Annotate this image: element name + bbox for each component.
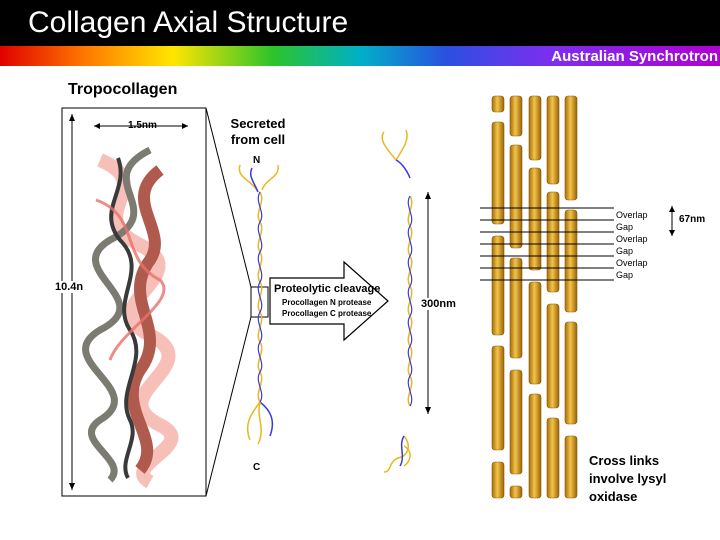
collagen-molecule-rod — [491, 345, 505, 451]
arrow-line-1: Procollagen N protease — [282, 298, 372, 307]
arrowhead-icon — [182, 123, 188, 129]
secreted-label: Secreted from cell — [230, 116, 286, 147]
cleavage-arrow-icon — [269, 260, 389, 342]
width-label: 1.5nm — [128, 120, 157, 131]
collagen-molecule-rod — [546, 191, 560, 293]
length-label: 300nm — [421, 298, 456, 310]
collagen-molecule-rod — [491, 461, 505, 499]
arrowhead-icon — [669, 206, 675, 212]
rainbow-banner — [0, 46, 720, 66]
cleaved-c-propeptide — [383, 435, 411, 473]
band-label-overlap: Overlap — [616, 258, 648, 268]
band-label-gap: Gap — [616, 222, 634, 232]
crosslink-label: Cross links involve lysyl oxidase — [589, 453, 667, 504]
zoom-region-box — [250, 286, 269, 318]
collagen-molecule-rod — [528, 393, 542, 499]
tropocollagen-strand — [407, 195, 413, 407]
band-label-overlap: Overlap — [616, 210, 648, 220]
collagen-molecule-rod — [564, 95, 578, 201]
arrowhead-icon — [669, 230, 675, 236]
procollagen-strand — [238, 164, 279, 445]
arrowhead-icon — [69, 114, 75, 121]
cleaved-n-propeptide — [381, 129, 411, 179]
band-lines — [480, 207, 614, 281]
c-terminus-label: C — [253, 462, 261, 473]
arrowhead-icon — [425, 407, 431, 414]
zoom-line — [205, 316, 252, 497]
collagen-molecule-rod — [564, 321, 578, 425]
triple-helix-illustration — [82, 146, 179, 489]
arrow-title: Proteolytic cleavage — [274, 283, 381, 295]
arrow-line-2: Procollagen C protease — [282, 309, 372, 318]
band-label-overlap: Overlap — [616, 234, 648, 244]
period-label: 67nm — [679, 214, 706, 225]
collagen-molecule-rod — [491, 235, 505, 336]
collagen-molecule-rod — [546, 303, 560, 409]
collagen-molecule-rod — [564, 209, 578, 313]
collagen-molecule-rod — [528, 95, 542, 161]
band-label-gap: Gap — [616, 246, 634, 256]
collagen-molecule-rod — [509, 144, 523, 249]
collagen-molecule-rod — [546, 417, 560, 499]
collagen-molecule-rod — [509, 369, 523, 475]
collagen-molecule-rod — [509, 95, 523, 137]
title-bar: Collagen Axial Structure — [0, 0, 720, 46]
zoom-line — [205, 107, 252, 288]
tropocollagen-heading: Tropocollagen — [68, 81, 178, 98]
collagen-molecule-rod — [546, 95, 560, 185]
staggered-fibril-array — [491, 95, 578, 499]
arrowhead-icon — [94, 123, 100, 129]
collagen-molecule-rod — [491, 95, 505, 113]
collagen-molecule-rod — [528, 167, 542, 271]
height-label: 10.4n — [55, 281, 84, 293]
collagen-molecule-rod — [509, 485, 523, 499]
collagen-molecule-rod — [491, 121, 505, 225]
band-label-gap: Gap — [616, 270, 634, 280]
brand-label: Australian Synchrotron — [551, 48, 718, 65]
arrowhead-icon — [69, 483, 75, 490]
slide-title: Collagen Axial Structure — [28, 6, 349, 39]
collagen-molecule-rod — [509, 257, 523, 359]
n-terminus-label: N — [253, 155, 261, 166]
collagen-molecule-rod — [564, 435, 578, 499]
collagen-molecule-rod — [528, 281, 542, 385]
arrowhead-icon — [425, 192, 431, 199]
